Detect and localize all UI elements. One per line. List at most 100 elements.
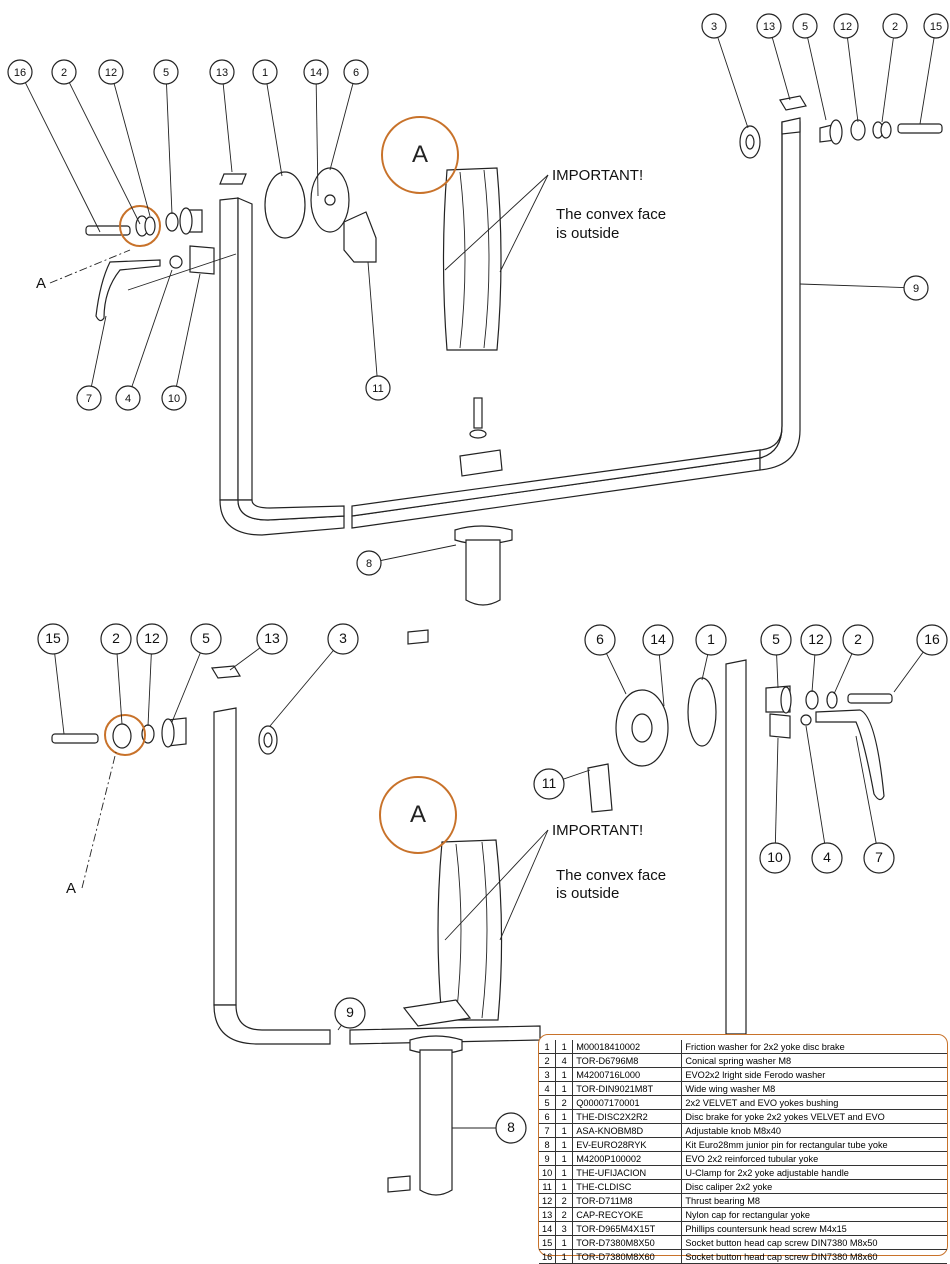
callout-balloon-8: 8 [495,1112,527,1144]
bom-quantity: 1 [555,1165,574,1180]
bottom-pin-assembly [387,999,472,1196]
callout-balloon-7: 7 [863,842,895,874]
callout-number: 5 [802,21,808,33]
top-yoke-frame [219,117,801,536]
bom-item-number: 11 [539,1179,557,1194]
top-left-hardware [85,167,377,322]
callout-number: 6 [353,67,359,79]
callout-balloon-12: 12 [800,624,832,656]
callout-leader-line [717,37,749,129]
callout-balloon-6: 6 [584,624,616,656]
callout-leader-line [116,653,123,725]
callout-balloon-15: 15 [923,13,949,39]
callout-number: 14 [650,631,666,647]
detail-a-circle-bottom [379,776,457,854]
convex-note-bottom-2: is outside [556,885,619,902]
important-note-bottom: IMPORTANT! [552,822,643,839]
callout-number: 14 [310,67,322,79]
bom-description: Disc brake for yoke 2x2 yokes VELVET and… [681,1109,947,1124]
callout-number: 6 [596,631,604,647]
callout-number: 11 [372,383,383,395]
callout-leader-line [315,83,319,197]
bom-part-code: TOR-D6796M8 [572,1053,683,1068]
callout-balloon-5: 5 [190,623,222,655]
callout-number: 4 [125,393,131,405]
callout-balloon-9: 9 [334,997,366,1029]
bom-part-code: THE-DISC2X2R2 [572,1109,683,1124]
callout-balloon-2: 2 [882,13,908,39]
bom-item-number: 12 [539,1193,557,1208]
bom-item-number: 3 [539,1067,557,1082]
bom-description: Conical spring washer M8 [681,1053,947,1068]
callout-balloon-12: 12 [833,13,859,39]
callout-balloon-11: 11 [533,768,565,800]
convex-note-top-1: The convex face [556,206,666,223]
callout-leader-line [606,653,627,695]
bom-description: 2x2 VELVET and EVO yokes bushing [681,1095,947,1110]
callout-balloon-9: 9 [903,275,929,301]
bom-quantity: 4 [555,1053,574,1068]
callout-number: 13 [763,21,775,33]
callout-number: 2 [892,21,898,33]
bom-item-number: 15 [539,1235,557,1250]
bom-part-code: TOR-D965M4X15T [572,1221,683,1236]
callout-balloon-10: 10 [161,385,187,411]
callout-number: 2 [61,67,67,79]
callout-balloon-6: 6 [343,59,369,85]
bom-description: Friction washer for 2x2 yoke disc brake [681,1040,947,1054]
bottom-right-hardware [587,677,893,813]
bom-description: Nylon cap for rectangular yoke [681,1207,947,1222]
callout-leader-line [805,725,826,844]
callout-balloon-13: 13 [209,59,235,85]
callout-balloon-8: 8 [356,550,382,576]
callout-leader-line [337,1024,342,1031]
bom-quantity: 1 [555,1123,574,1138]
bom-item-number: 9 [539,1151,557,1166]
bottom-convex-face-profile: IMPORTANT! The convex face is outside A [379,776,666,1021]
callout-number: 2 [854,631,862,647]
bom-quantity: 2 [555,1193,574,1208]
bom-item-number: 4 [539,1081,557,1096]
bom-part-code: CAP-RECYOKE [572,1207,683,1222]
callout-number: 1 [707,631,715,647]
callout-leader-line [176,273,201,387]
callout-number: 12 [144,630,160,646]
callout-leader-line [166,83,173,215]
callout-balloon-2: 2 [51,59,77,85]
callout-balloon-5: 5 [792,13,818,39]
bom-item-number: 7 [539,1123,557,1138]
bom-description: Socket button head cap screw DIN7380 M8x… [681,1249,947,1264]
callout-leader-line [811,654,816,693]
bottom-yoke-frame [213,659,747,1045]
bom-item-number: 6 [539,1109,557,1124]
top-pin-assembly [407,397,513,645]
callout-balloon-16: 16 [7,59,33,85]
callout-leader-line [771,37,791,101]
callout-balloon-11: 11 [365,375,391,401]
top-right-hardware [739,95,943,159]
callout-balloon-13: 13 [756,13,782,39]
detail-a-label-bottom: A [410,801,426,828]
callout-number: 5 [772,631,780,647]
bom-quantity: 1 [555,1137,574,1152]
callout-number: 10 [767,849,783,865]
callout-leader-line [329,83,354,171]
callout-number: 1 [262,67,268,79]
callout-number: 15 [930,21,942,33]
callout-leader-line [563,769,591,780]
bom-part-code: M4200716L000 [572,1067,683,1082]
callout-balloon-1: 1 [695,624,727,656]
detail-a-ref-bottom: A [66,880,76,897]
callout-balloon-1: 1 [252,59,278,85]
callout-number: 3 [339,630,347,646]
callout-leader-line [269,650,334,727]
bom-quantity: 1 [555,1109,574,1124]
